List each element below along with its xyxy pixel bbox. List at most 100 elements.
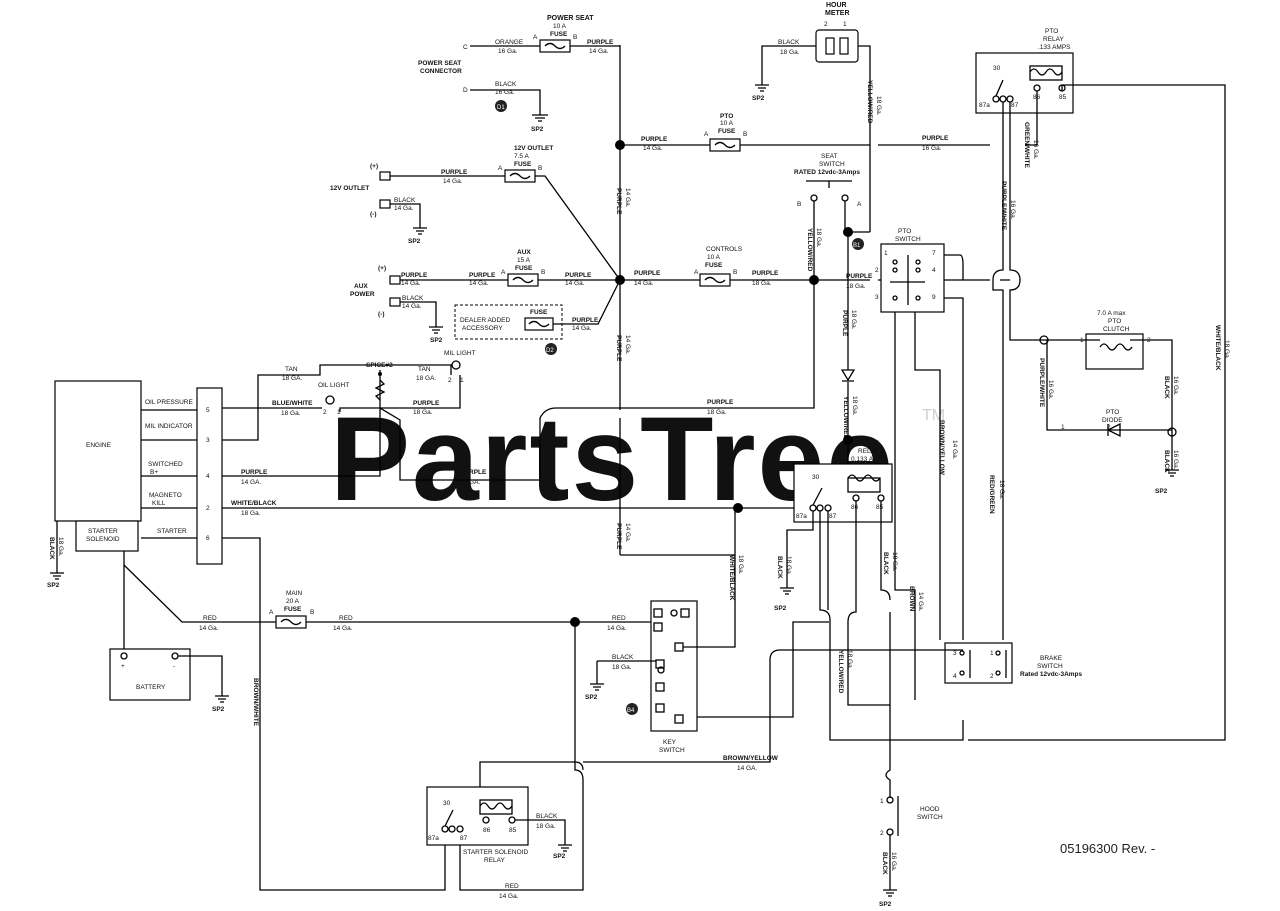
svg-text:18 Ga.: 18 Ga.: [846, 650, 853, 670]
svg-text:D2: D2: [546, 348, 554, 354]
svg-text:D1: D1: [497, 105, 505, 111]
svg-text:18 Ga.: 18 Ga.: [752, 280, 772, 287]
svg-text:MAIN: MAIN: [286, 590, 303, 597]
svg-text:SP2: SP2: [774, 605, 787, 612]
svg-text:BLACK: BLACK: [495, 81, 517, 88]
svg-text:PURPLE: PURPLE: [241, 469, 268, 476]
svg-text:FUSE: FUSE: [705, 262, 723, 269]
svg-text:B: B: [573, 34, 577, 41]
svg-text:BLACK: BLACK: [402, 295, 424, 302]
starter-solenoid-relay: [426, 786, 529, 846]
svg-text:18 Ga.: 18 Ga.: [998, 480, 1005, 500]
svg-text:B: B: [743, 131, 747, 138]
svg-text:-: -: [173, 663, 175, 670]
svg-text:ORANGE: ORANGE: [495, 39, 524, 46]
svg-text:BLACK: BLACK: [1163, 376, 1170, 399]
svg-text:Rated 12vdc-3Amps: Rated 12vdc-3Amps: [1020, 671, 1083, 678]
svg-text:87: 87: [1011, 102, 1019, 109]
svg-text:BLACK: BLACK: [778, 39, 800, 46]
svg-text:A: A: [704, 131, 709, 138]
svg-text:A: A: [498, 165, 503, 172]
svg-text:2: 2: [990, 673, 994, 680]
svg-text:SP2: SP2: [585, 694, 598, 701]
svg-text:16 Ga.: 16 Ga.: [1047, 380, 1054, 400]
svg-text:BLACK: BLACK: [776, 556, 783, 579]
svg-text:SP2: SP2: [47, 582, 60, 589]
svg-text:B1: B1: [853, 243, 861, 249]
svg-text:SP2: SP2: [752, 95, 765, 102]
svg-text:PURPLE: PURPLE: [641, 136, 668, 143]
svg-text:POWER SEAT: POWER SEAT: [418, 60, 461, 67]
svg-text:2: 2: [448, 377, 452, 384]
svg-text:BLACK: BLACK: [612, 654, 634, 661]
svg-text:STARTER: STARTER: [157, 528, 187, 535]
svg-text:STARTER: STARTER: [88, 528, 118, 535]
svg-text:1: 1: [843, 21, 847, 28]
svg-text:SP2: SP2: [879, 901, 892, 908]
svg-text:RATED 12vdc-3Amps: RATED 12vdc-3Amps: [794, 169, 860, 176]
svg-text:BLACK: BLACK: [1163, 450, 1170, 473]
svg-text:.133 AMPS: .133 AMPS: [1038, 44, 1071, 51]
svg-text:85: 85: [876, 504, 884, 511]
svg-text:PURPLE/WHITE: PURPLE/WHITE: [1000, 181, 1007, 231]
svg-text:BLACK: BLACK: [881, 852, 888, 875]
svg-text:20 A: 20 A: [286, 598, 300, 605]
svg-text:FUSE: FUSE: [514, 161, 532, 168]
svg-text:PURPLE: PURPLE: [846, 273, 873, 280]
svg-text:87: 87: [460, 835, 468, 842]
svg-text:87a: 87a: [428, 835, 439, 842]
svg-text:D: D: [463, 87, 468, 94]
svg-text:14 Ga.: 14 Ga.: [565, 280, 585, 287]
svg-text:16 Ga.: 16 Ga.: [1032, 140, 1039, 160]
svg-text:14 Ga.: 14 Ga.: [199, 625, 219, 632]
svg-text:PTO: PTO: [1108, 318, 1121, 325]
svg-text:16 Ga.: 16 Ga.: [890, 852, 897, 872]
svg-text:CONNECTOR: CONNECTOR: [420, 68, 462, 75]
svg-text:+: +: [121, 663, 125, 670]
svg-text:1: 1: [1080, 337, 1084, 344]
svg-text:18 Ga.: 18 Ga.: [780, 49, 800, 56]
svg-text:4: 4: [932, 267, 936, 274]
svg-text:SP2: SP2: [430, 337, 443, 344]
svg-text:18 Ga.: 18 Ga.: [57, 537, 64, 557]
svg-text:GREEN/WHITE: GREEN/WHITE: [1023, 122, 1030, 169]
engine-label: ENGINE: [86, 442, 112, 449]
svg-text:PURPLE: PURPLE: [841, 310, 848, 337]
svg-text:1: 1: [460, 377, 464, 384]
svg-text:14 Ga.: 14 Ga.: [634, 280, 654, 287]
svg-text:10 A: 10 A: [720, 120, 734, 127]
svg-text:14 Ga.: 14 Ga.: [572, 325, 592, 332]
svg-text:14 Ga.: 14 Ga.: [469, 280, 489, 287]
svg-text:SP2: SP2: [553, 853, 566, 860]
svg-text:SWITCHED: SWITCHED: [148, 461, 183, 468]
svg-text:18 Ga.: 18 Ga.: [281, 410, 301, 417]
svg-text:B+: B+: [150, 469, 158, 476]
svg-text:SP2: SP2: [531, 126, 544, 133]
svg-text:12V OUTLET: 12V OUTLET: [514, 145, 553, 152]
svg-text:BRAKE: BRAKE: [1040, 655, 1063, 662]
svg-text:14 Ga.: 14 Ga.: [624, 188, 631, 208]
svg-text:PURPLE: PURPLE: [922, 135, 949, 142]
svg-text:0.133 Amps: 0.133 Amps: [851, 456, 886, 463]
svg-text:START: START: [858, 440, 879, 447]
svg-text:18 Ga.: 18 Ga.: [850, 310, 857, 330]
svg-text:PURPLE: PURPLE: [615, 188, 622, 215]
svg-text:14 Ga.: 14 Ga.: [951, 440, 958, 460]
svg-text:30: 30: [993, 65, 1001, 72]
svg-text:B: B: [310, 609, 314, 616]
svg-text:14 Ga.: 14 Ga.: [607, 625, 627, 632]
svg-text:BLACK: BLACK: [882, 552, 889, 575]
svg-text:PTO: PTO: [898, 228, 911, 235]
svg-text:TAN: TAN: [418, 366, 431, 373]
svg-text:B4: B4: [627, 708, 635, 714]
svg-text:YELLOW/RED: YELLOW/RED: [806, 228, 813, 272]
svg-text:BROWN/WHITE: BROWN/WHITE: [252, 678, 259, 727]
svg-text:SP2: SP2: [408, 238, 421, 245]
svg-text:85: 85: [1059, 94, 1067, 101]
svg-text:14 Ga.: 14 Ga.: [589, 48, 609, 55]
svg-text:PURPLE: PURPLE: [565, 272, 592, 279]
svg-text:PTO: PTO: [1045, 28, 1058, 35]
svg-text:PURPLE: PURPLE: [587, 39, 614, 46]
svg-text:BLACK: BLACK: [48, 537, 55, 560]
svg-text:10 A: 10 A: [707, 254, 721, 261]
